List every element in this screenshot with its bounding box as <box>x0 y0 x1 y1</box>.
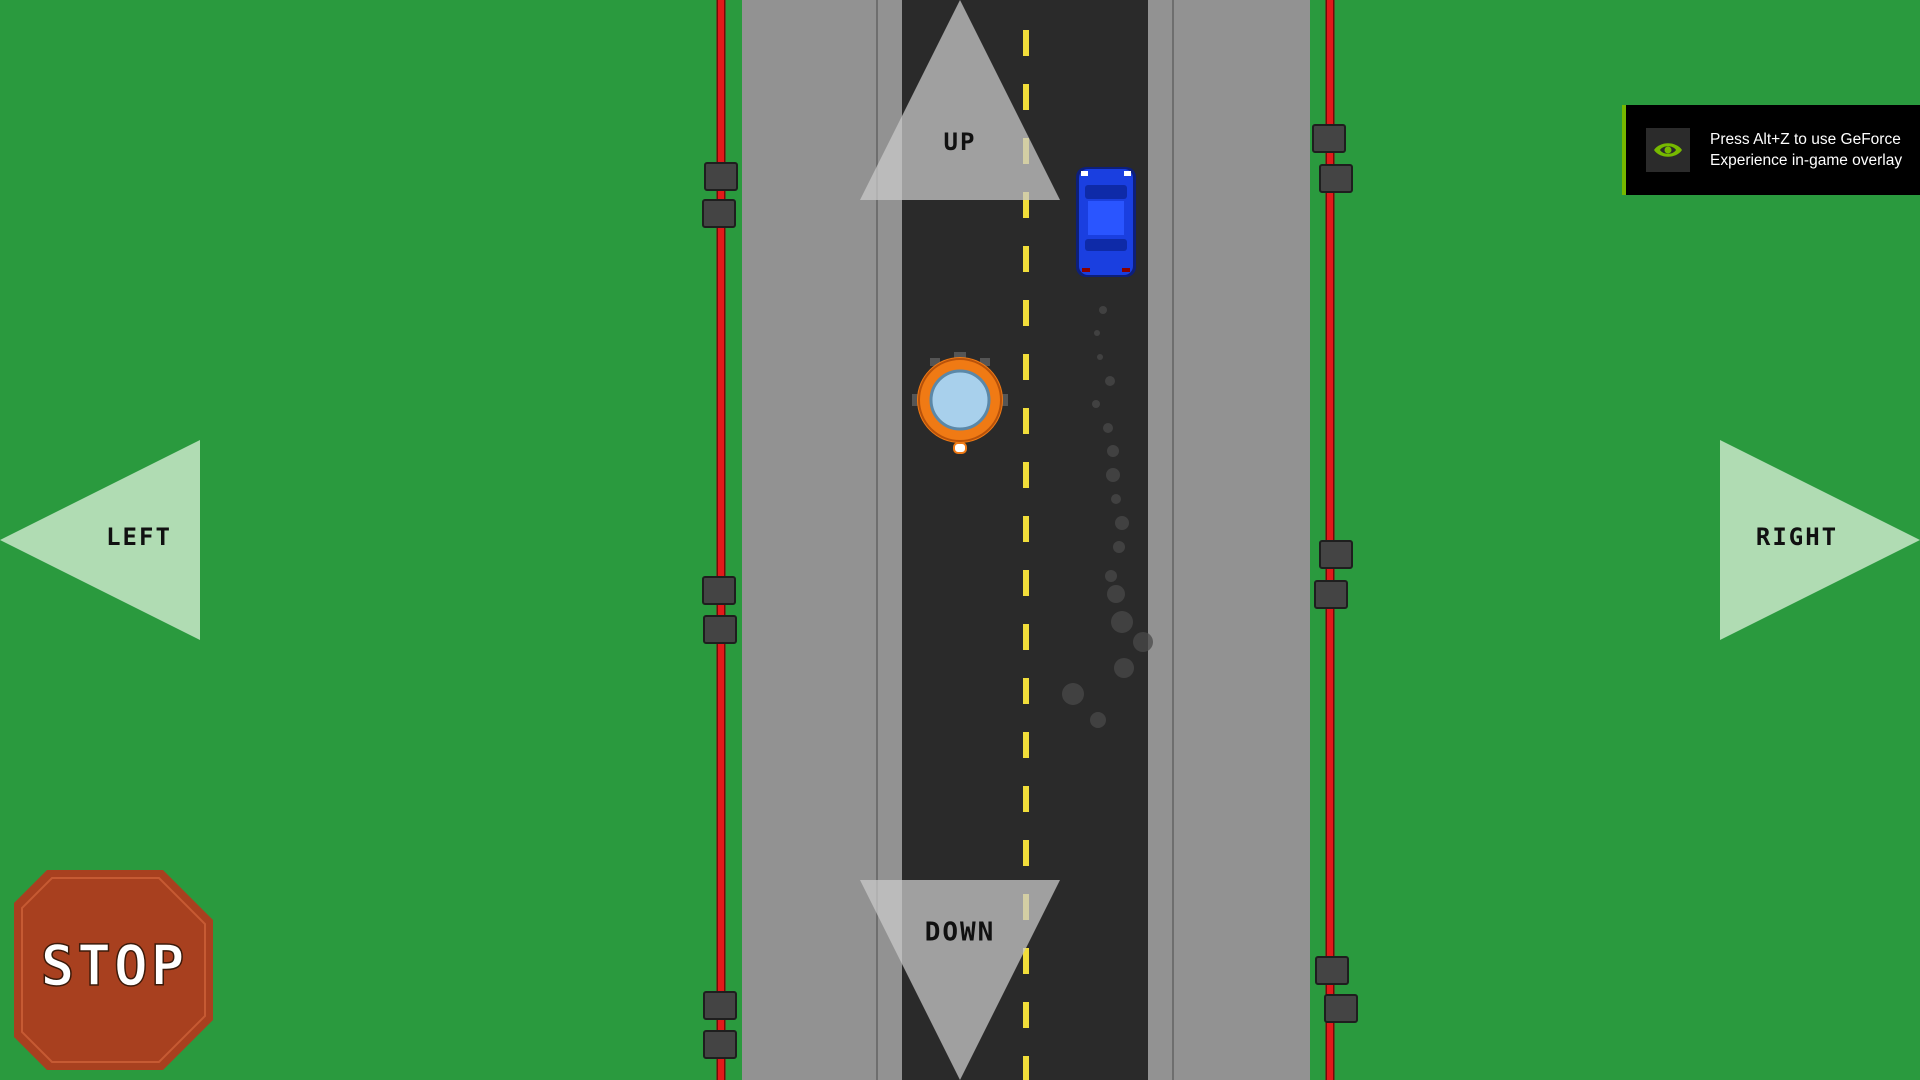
right-control-label: RIGHT <box>1756 523 1838 551</box>
center-line-dash <box>1023 516 1029 542</box>
center-line-dash <box>1023 570 1029 596</box>
blue-car <box>1076 167 1136 277</box>
center-line-dash <box>1023 462 1029 488</box>
smoke-puff <box>1111 611 1133 633</box>
stop-label: STOP <box>41 934 188 999</box>
player-pod <box>912 352 1008 454</box>
smoke-puff <box>1105 570 1117 582</box>
sidewalk-right <box>1148 0 1310 1080</box>
smoke-puff <box>1115 516 1129 530</box>
geforce-overlay-notification: Press Alt+Z to use GeForce Experience in… <box>1622 105 1920 195</box>
smoke-puff <box>1090 712 1106 728</box>
rail-post <box>704 162 738 191</box>
center-line-dash <box>1023 192 1029 218</box>
down-control-label: DOWN <box>925 918 996 948</box>
center-line-dash <box>1023 786 1029 812</box>
smoke-puff <box>1111 494 1121 504</box>
down-control-button[interactable]: DOWN <box>860 880 1060 1080</box>
rail-post <box>702 199 736 228</box>
rail-post <box>703 1030 737 1059</box>
rail-post <box>1315 956 1349 985</box>
smoke-puff <box>1097 354 1103 360</box>
rail-post <box>1312 124 1346 153</box>
rail-post <box>703 615 737 644</box>
right-control-button[interactable]: RIGHT <box>1720 440 1920 640</box>
center-line-dash <box>1023 624 1029 650</box>
rail-posts <box>702 124 1358 1059</box>
rail-post <box>1314 580 1348 609</box>
smoke-puff <box>1133 632 1153 652</box>
rail-post <box>703 991 737 1020</box>
center-line-dash <box>1023 300 1029 326</box>
smoke-puff <box>1106 468 1120 482</box>
left-control-button[interactable]: LEFT <box>0 440 200 640</box>
center-line-dash <box>1023 732 1029 758</box>
center-line-dash <box>1023 678 1029 704</box>
center-line-dash <box>1023 948 1029 974</box>
smoke-trail <box>1062 306 1153 728</box>
smoke-puff <box>1114 658 1134 678</box>
center-line-dash <box>1023 30 1029 56</box>
smoke-puff <box>1099 306 1107 314</box>
smoke-puff <box>1062 683 1084 705</box>
smoke-puff <box>1092 400 1100 408</box>
smoke-puff <box>1107 445 1119 457</box>
center-line-dash <box>1023 246 1029 272</box>
smoke-puff <box>1107 585 1125 603</box>
stop-button[interactable]: STOP <box>14 870 213 1070</box>
smoke-puff <box>1094 330 1100 336</box>
center-line-dash <box>1023 354 1029 380</box>
center-line-dash <box>1023 84 1029 110</box>
nvidia-eye-icon <box>1646 128 1690 172</box>
center-line-dash <box>1023 408 1029 434</box>
up-control-button[interactable]: UP <box>860 0 1060 200</box>
rail-post <box>1319 164 1353 193</box>
center-line-dash <box>1023 1002 1029 1028</box>
smoke-puff <box>1113 541 1125 553</box>
center-line-dash <box>1023 840 1029 866</box>
left-control-label: LEFT <box>106 523 172 551</box>
rail-post <box>1319 540 1353 569</box>
rail-post <box>1324 994 1358 1023</box>
rail-post <box>702 576 736 605</box>
overlay-message: Press Alt+Z to use GeForce Experience in… <box>1710 131 1903 169</box>
smoke-puff <box>1103 423 1113 433</box>
up-control-label: UP <box>944 128 977 156</box>
center-line-dash <box>1023 1056 1029 1080</box>
smoke-puff <box>1105 376 1115 386</box>
